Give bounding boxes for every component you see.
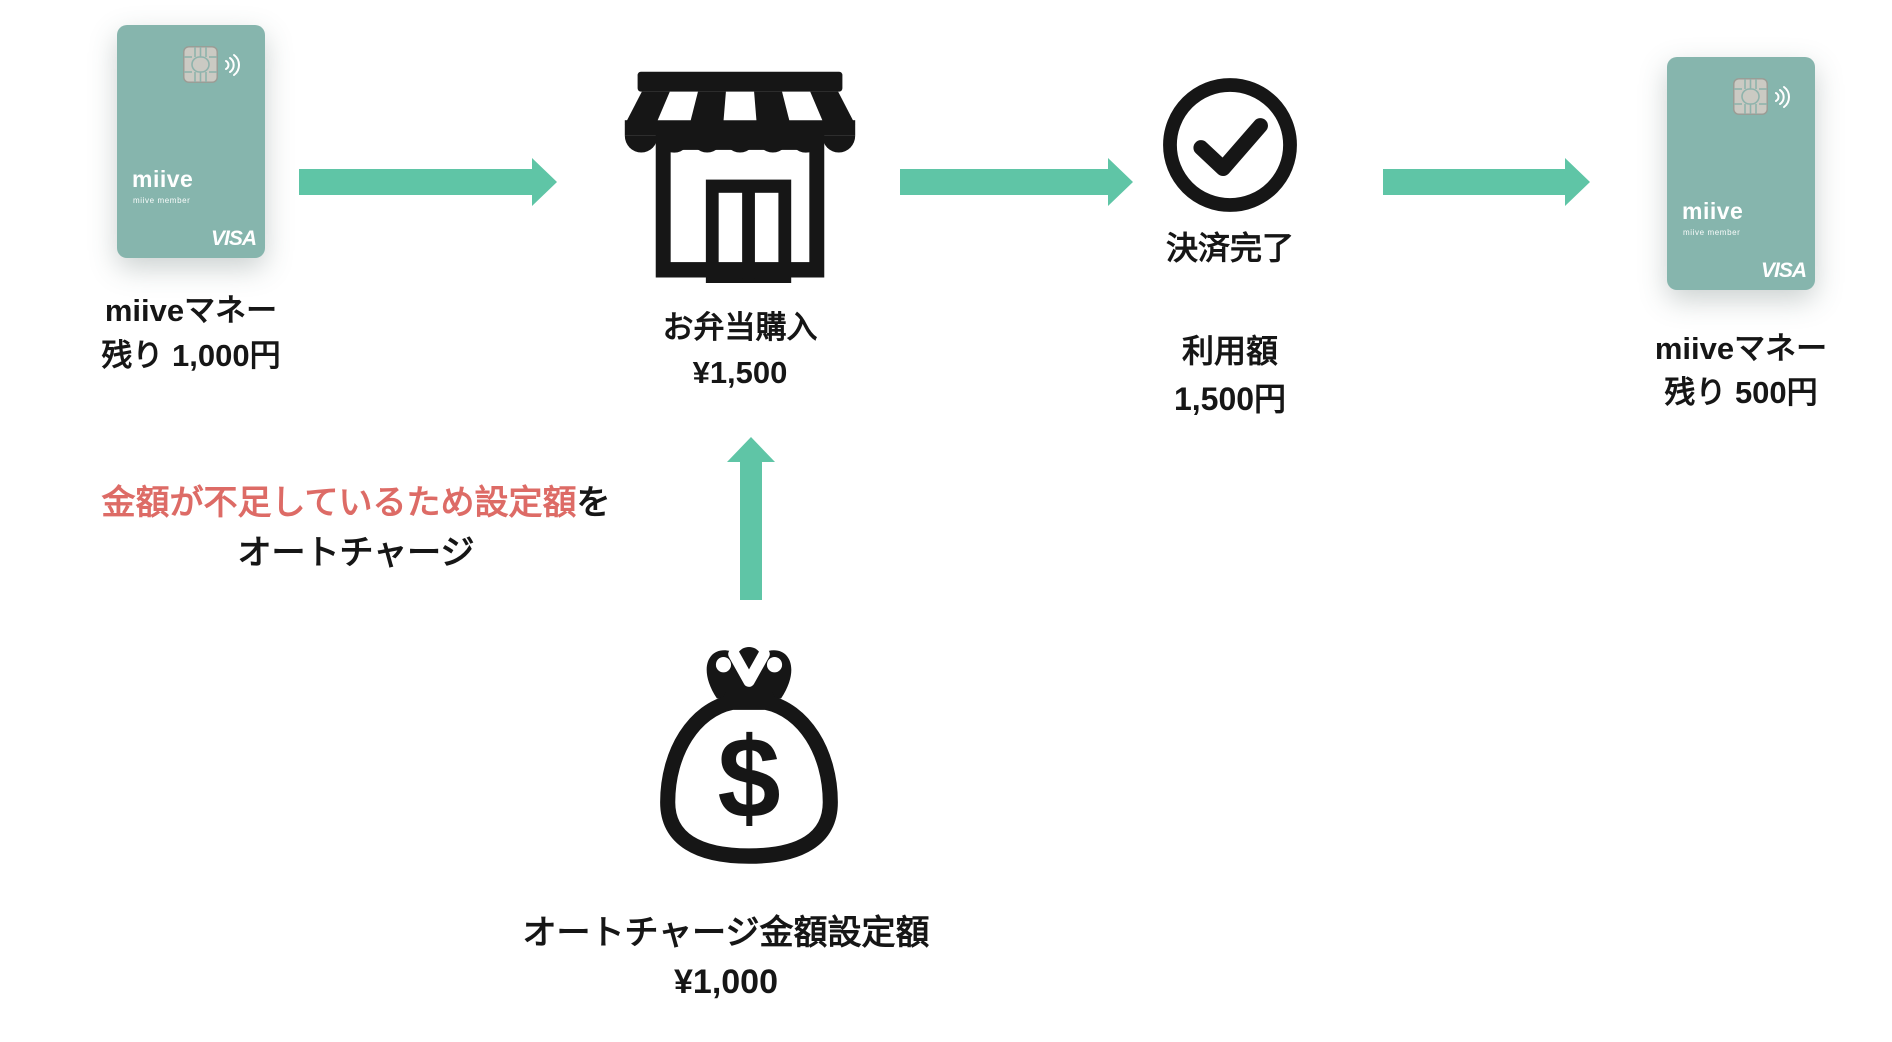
autocharge-setting-value: ¥1,000 [674, 963, 778, 1001]
purchase-label: お弁当購入 ¥1,500 [590, 305, 890, 395]
check-circle-icon [1163, 78, 1297, 212]
autocharge-note-highlight: 金額が不足しているため設定額 [101, 484, 577, 522]
miive-card-before: miive miive member VISA [117, 25, 265, 258]
store-icon [624, 71, 856, 283]
purchase-label-line1: お弁当購入 [662, 310, 818, 345]
autocharge-setting-line1: オートチャージ金額設定額 [522, 914, 930, 952]
miive-card-after: miive miive member VISA [1667, 57, 1815, 290]
arrow-right-icon [299, 158, 557, 206]
card-before-label: miiveマネー 残り 1,000円 [41, 288, 341, 378]
autocharge-setting-label: オートチャージ金額設定額 ¥1,000 [426, 909, 1026, 1007]
card-after-label: miiveマネー 残り 500円 [1581, 327, 1892, 415]
card-before-label-line1: miiveマネー [104, 293, 278, 328]
autocharge-note: 金額が不足しているため設定額を オートチャージ [46, 478, 666, 578]
miive-logo: miive [132, 166, 194, 192]
autocharge-note-suffix: を [576, 484, 611, 522]
visa-logo: VISA [1760, 259, 1807, 282]
arrow-right-icon [900, 158, 1133, 206]
contactless-icon [225, 54, 240, 76]
card-after-label-line1: miiveマネー [1654, 331, 1828, 366]
autocharge-note-line2: オートチャージ [237, 534, 475, 572]
miive-member-line: miive member [133, 196, 191, 205]
dollar-sign-glyph: $ [717, 714, 780, 843]
miive-member-line: miive member [1683, 228, 1741, 237]
card-before-balance: 残り 1,000円 [101, 338, 281, 373]
visa-logo: VISA [210, 227, 257, 250]
card-chip-icon [1733, 78, 1768, 115]
card-after-balance: 残り 500円 [1664, 375, 1818, 410]
purchase-amount: ¥1,500 [692, 355, 788, 390]
arrow-up-icon [727, 437, 775, 600]
payment-status-label: 決済完了 [1165, 230, 1294, 266]
money-bag-icon: $ [660, 646, 838, 864]
autocharge-note-line1: 金額が不足しているため設定額を [46, 478, 666, 528]
arrow-right-icon [1383, 158, 1590, 206]
payment-amount-value: 1,500円 [1173, 381, 1287, 417]
payment-amount-label: 利用額 [1181, 333, 1278, 369]
miive-logo: miive [1682, 198, 1744, 224]
payment-amount-block: 利用額 1,500円 [1080, 327, 1380, 423]
card-chip-icon [183, 46, 218, 83]
contactless-icon [1775, 86, 1790, 108]
